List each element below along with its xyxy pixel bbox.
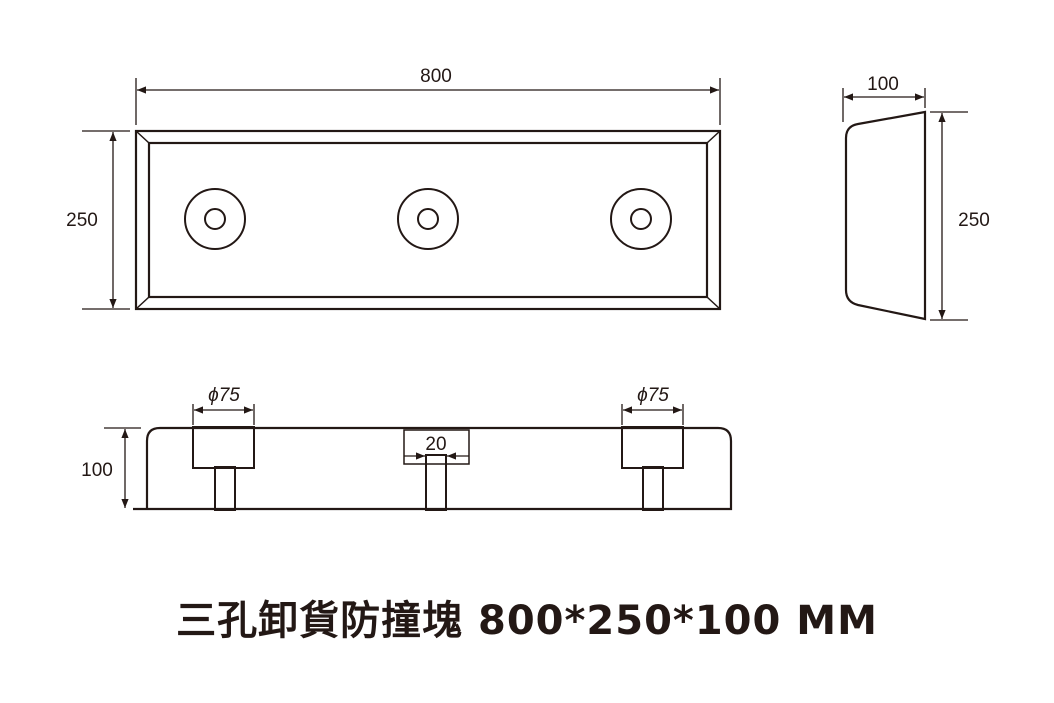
section-hole-center (425, 454, 447, 511)
side-height-label: 250 (958, 210, 990, 231)
section-hole-left (192, 426, 255, 511)
front-height-label: 250 (66, 210, 98, 231)
right-hole-dimension: ϕ75 (621, 385, 684, 425)
front-hole-center (397, 188, 459, 250)
product-caption: 三孔卸貨防撞塊 800*250*100 MM (176, 598, 878, 644)
section-outline (133, 426, 733, 511)
right-hole-label: ϕ75 (637, 385, 669, 406)
front-height-dimension: 250 (66, 130, 130, 310)
side-view: 100 250 (842, 74, 990, 321)
center-hole-dimension: 20 (403, 429, 470, 465)
side-depth-label: 100 (867, 74, 899, 95)
side-height-dimension: 250 (930, 111, 990, 321)
front-view-outline (134, 129, 722, 311)
front-width-dimension: 800 (135, 66, 721, 125)
section-height-dimension: 100 (81, 427, 141, 508)
section-hole-right (621, 426, 684, 511)
center-hole-label: 20 (425, 434, 446, 455)
left-hole-label: ϕ75 (208, 385, 240, 406)
front-hole-left (184, 188, 246, 250)
side-depth-dimension: 100 (842, 74, 926, 122)
side-view-outline (844, 110, 927, 321)
front-hole-right (610, 188, 672, 250)
front-view: 800 250 (66, 66, 722, 311)
front-width-label: 800 (420, 66, 452, 87)
section-height-label: 100 (81, 460, 113, 481)
left-hole-dimension: ϕ75 (192, 385, 255, 425)
section-view: 100 ϕ75 ϕ75 20 (81, 385, 733, 511)
